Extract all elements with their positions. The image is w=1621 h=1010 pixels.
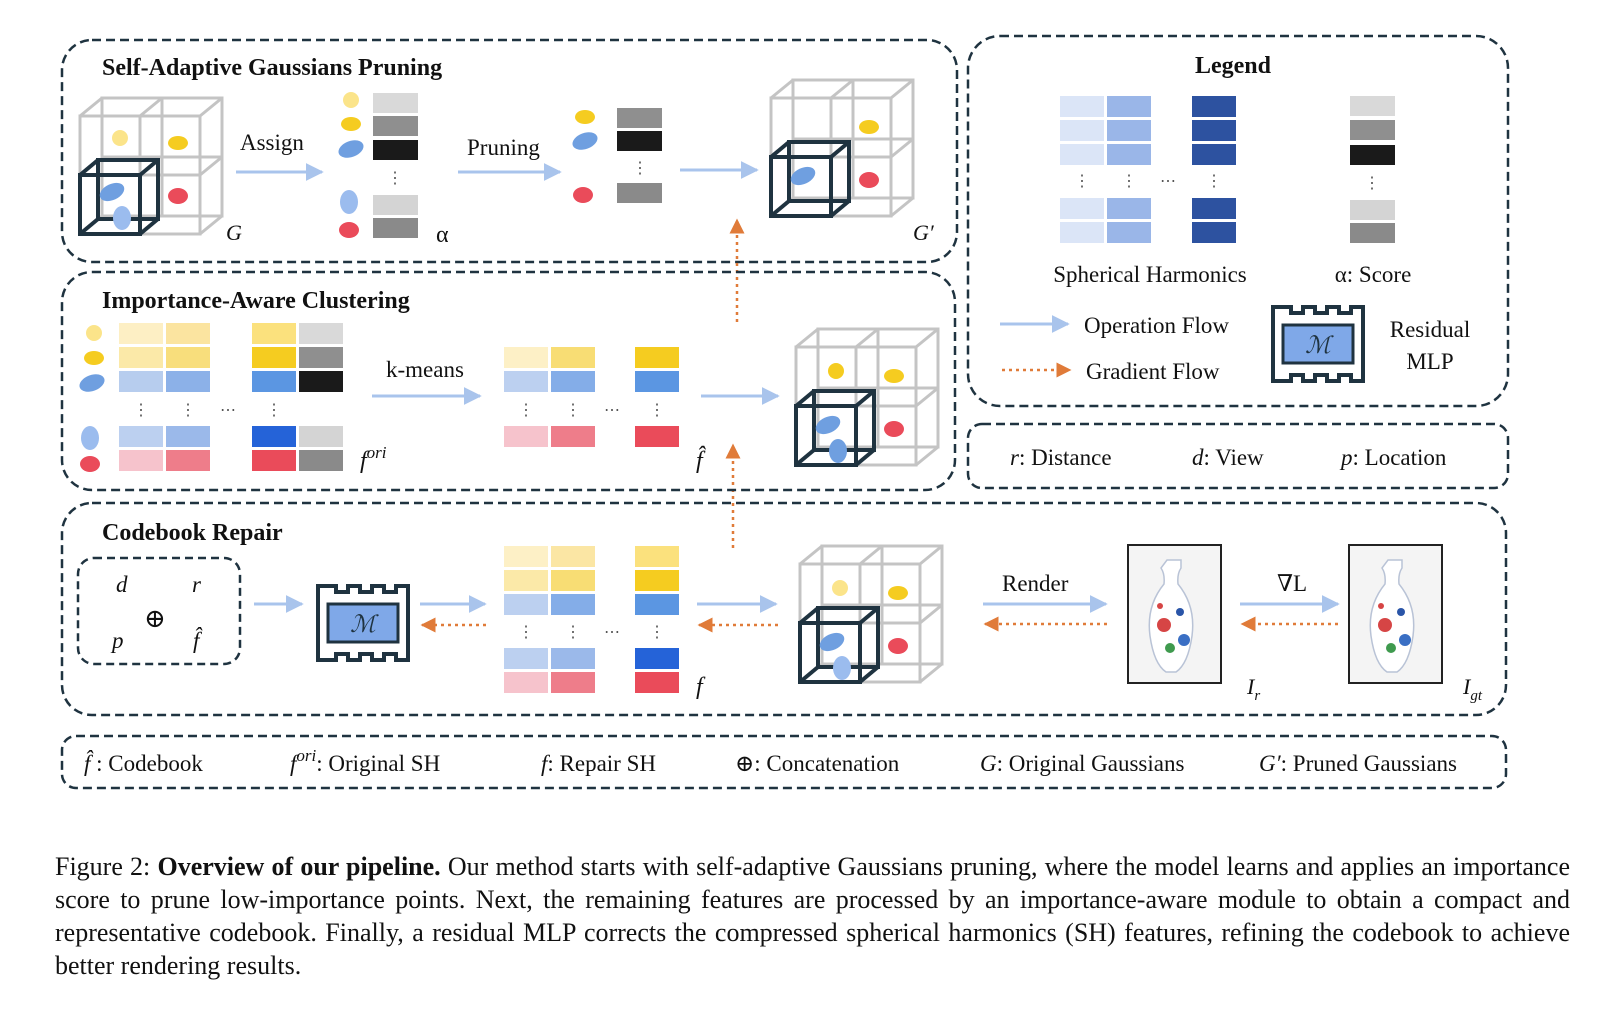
codebook-features: ⋮ ⋮ ⋯ ⋮ xyxy=(504,347,679,447)
label-g: G xyxy=(226,220,242,245)
panel-repair: Codebook Repair d r ⊕ p f̂ ℳ ⋮ ⋮ ⋯ xyxy=(60,501,1508,717)
svg-text:⊕: ⊕ xyxy=(144,604,166,633)
svg-text:⋮: ⋮ xyxy=(1206,173,1222,190)
concat-input-box: d r ⊕ p f̂ xyxy=(76,556,242,666)
svg-text:f̂: f̂ xyxy=(193,626,203,653)
label-alpha: α xyxy=(436,222,449,248)
svg-text:⋮: ⋮ xyxy=(649,624,665,641)
panel-clustering: Importance-Aware Clustering ⋮ ⋮ ⋯ xyxy=(60,270,957,492)
svg-text:⋯: ⋯ xyxy=(1160,173,1176,190)
repair-sh-features: ⋮ ⋮ ⋯ ⋮ xyxy=(504,546,679,693)
svg-text:⋮: ⋮ xyxy=(565,624,581,641)
svg-text:G: Original Gaussians: G: Original Gaussians xyxy=(980,751,1184,776)
svg-text:⊕: Concatenation: ⊕: Concatenation xyxy=(735,751,900,776)
rendered-vase-image xyxy=(1127,544,1222,684)
svg-text:fori: Original SH: fori: Original SH xyxy=(290,746,440,776)
svg-text:r: Distance: r: Distance xyxy=(1010,445,1112,470)
figure-caption: Figure 2: Overview of our pipeline. Our … xyxy=(55,850,1570,982)
clustered-gaussians-cube xyxy=(794,327,940,467)
panel-pruning: Self-Adaptive Gaussians Pruning G Assign… xyxy=(60,38,959,264)
label-f-hat-cluster: f̂ xyxy=(696,446,706,474)
render-label: Render xyxy=(1002,571,1069,596)
svg-text:⋮: ⋮ xyxy=(1364,175,1380,192)
legend-mlp-block: ℳ xyxy=(1271,305,1365,383)
svg-text:ℳ: ℳ xyxy=(350,612,379,638)
svg-text:G′: Pruned Gaussians: G′: Pruned Gaussians xyxy=(1259,751,1457,776)
svg-text:f̂ : Codebook: f̂ : Codebook xyxy=(84,749,203,776)
label-f-repair: f xyxy=(696,674,706,700)
svg-text:⋮: ⋮ xyxy=(518,402,534,419)
legend-score-swatches: ⋮ xyxy=(1350,96,1395,243)
svg-text:p: p xyxy=(110,628,124,653)
svg-text:⋮: ⋮ xyxy=(1074,173,1090,190)
svg-text:⋮: ⋮ xyxy=(649,402,665,419)
legend-gradient-label: Gradient Flow xyxy=(1086,359,1220,384)
label-f-ori: fori xyxy=(360,443,387,474)
svg-text:⋮: ⋮ xyxy=(518,624,534,641)
svg-text:⋮: ⋮ xyxy=(632,160,648,177)
repaired-gaussians-cube xyxy=(798,544,944,684)
svg-text:p: Location: p: Location xyxy=(1339,445,1447,470)
original-sh-features: ⋮ ⋮ ⋯ ⋮ xyxy=(79,323,343,472)
scored-gaussians: ⋮ xyxy=(338,92,418,238)
repair-title: Codebook Repair xyxy=(102,520,283,546)
legend-mlp-label-2: MLP xyxy=(1406,349,1453,374)
legend-panel: Legend ⋮ ⋮ ⋯ ⋮ Spherical Harmonics xyxy=(966,34,1510,408)
legend-title: Legend xyxy=(1195,53,1272,79)
svg-text:⋮: ⋮ xyxy=(1121,173,1137,190)
label-ir: Ir xyxy=(1246,674,1260,704)
caption-prefix: Figure 2: xyxy=(55,852,158,881)
svg-text:⋯: ⋯ xyxy=(220,402,236,419)
legend-sh-label: Spherical Harmonics xyxy=(1053,262,1247,287)
pruned-gaussians: ⋮ xyxy=(572,108,662,203)
clustering-title: Importance-Aware Clustering xyxy=(102,288,410,314)
ground-truth-vase-image xyxy=(1348,544,1443,684)
svg-text:f: Repair SH: f: Repair SH xyxy=(541,751,656,776)
svg-text:⋯: ⋯ xyxy=(604,624,620,641)
svg-text:ℳ: ℳ xyxy=(1305,333,1334,359)
assign-label: Assign xyxy=(240,130,304,155)
svg-text:r: r xyxy=(192,572,202,597)
caption-text: Our method starts with self-adaptive Gau… xyxy=(55,852,1570,980)
label-g-prime: G′ xyxy=(913,220,935,245)
svg-text:⋮: ⋮ xyxy=(133,402,149,419)
loss-gradient-label: ∇L xyxy=(1277,571,1307,596)
legend-mlp-label-1: Residual xyxy=(1390,317,1471,342)
svg-text:⋮: ⋮ xyxy=(180,402,196,419)
svg-text:d: d xyxy=(116,572,128,597)
svg-text:⋮: ⋮ xyxy=(266,402,282,419)
svg-text:⋯: ⋯ xyxy=(604,402,620,419)
pruning-label: Pruning xyxy=(467,135,540,160)
pruning-title: Self-Adaptive Gaussians Pruning xyxy=(102,55,442,81)
label-igt: Igt xyxy=(1462,674,1483,704)
legend-operation-label: Operation Flow xyxy=(1084,313,1229,338)
svg-text:⋮: ⋮ xyxy=(387,170,403,187)
caption-bold: Overview of our pipeline. xyxy=(157,852,441,881)
svg-text:⋮: ⋮ xyxy=(565,402,581,419)
pruned-gaussians-cube xyxy=(769,78,915,218)
symbols-box: r: Distance d: View p: Location xyxy=(966,422,1510,490)
residual-mlp-block: ℳ xyxy=(316,584,410,662)
legend-score-label: α: Score xyxy=(1335,262,1412,287)
legend-sh-swatches: ⋮ ⋮ ⋯ ⋮ xyxy=(1060,96,1236,243)
kmeans-label: k-means xyxy=(386,357,464,382)
svg-text:d: View: d: View xyxy=(1192,445,1264,470)
notation-bar: f̂ : Codebook fori: Original SH f: Repai… xyxy=(60,734,1508,790)
original-gaussians-cube xyxy=(78,96,224,236)
